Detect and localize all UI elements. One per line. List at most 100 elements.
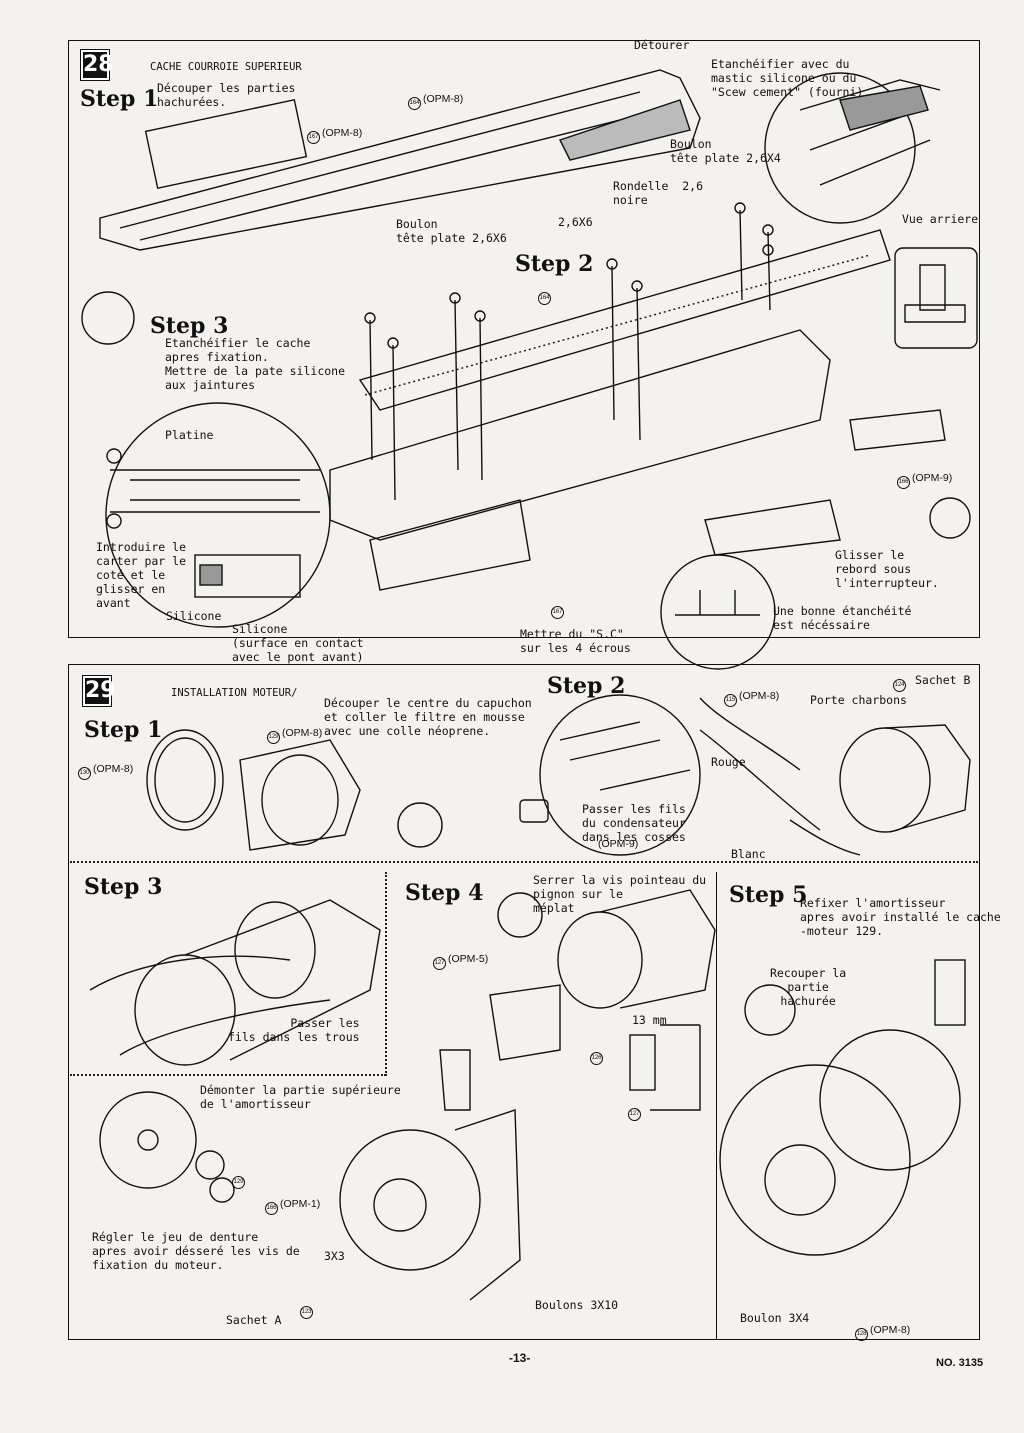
- motor-step2: [839, 727, 931, 833]
- section-29-frame: [68, 664, 980, 1340]
- pinion-gear: [629, 1034, 656, 1091]
- chassis-assembly: [329, 329, 831, 541]
- slide-under-switch-note: Glisser le rebord sous l'interrupteur.: [835, 548, 939, 590]
- part-cond-label: (OPM-9): [598, 838, 639, 850]
- silicone-contact-note: Silicone (surface en contact avec le pon…: [232, 622, 364, 664]
- gear-mesh-note: Régler le jeu de denture apres avoir dés…: [92, 1230, 300, 1272]
- divider-steps-top: [70, 861, 978, 863]
- sec29-step5-label: Step 5: [729, 882, 808, 908]
- bolt-26x4-label: Boulon tête plate 2,6X4: [670, 137, 781, 165]
- part-167-label: 167(OPM-8): [307, 127, 362, 144]
- mascot-29-step1: [397, 802, 443, 848]
- foam-filter: [146, 729, 224, 831]
- detail-circle-capacitor: [539, 694, 701, 856]
- part-126-label: 126: [590, 1048, 605, 1065]
- rear-view-label: Vue arriere: [902, 212, 979, 226]
- section-29-title: INSTALLATION MOTEUR/: [171, 687, 298, 699]
- motor-cap-step4: [489, 984, 561, 1061]
- divider-step3-vertical: [385, 872, 387, 1076]
- cover-plate-part: [144, 99, 308, 189]
- trim-hatched-note: Recouper la partie hachurée: [770, 966, 847, 1008]
- section-28-title: CACHE COURROIE SUPERIEUR: [150, 61, 302, 73]
- shock-step5: [934, 959, 966, 1026]
- sealant-note-top: Etanchéifier avec du mastic silicone ou …: [711, 57, 864, 99]
- part-130-label: 130(OPM-8): [78, 763, 133, 780]
- part-124-label: 124: [893, 675, 908, 692]
- gear-diagram: [99, 1091, 197, 1189]
- page-number: -13-: [509, 1351, 531, 1365]
- wire-white-label: Blanc: [731, 847, 766, 861]
- introduce-note: Introduire le carter par le coté et le g…: [96, 540, 187, 610]
- capacitor: [519, 799, 549, 823]
- capacitor-wire-note: Passer les fils du condensateur dans les…: [582, 802, 686, 844]
- shock-absorber: [439, 1049, 471, 1111]
- detail-circle-platine: [105, 402, 331, 628]
- mascot-29-step5: [744, 984, 796, 1036]
- sec29-step4-label: Step 4: [405, 880, 484, 906]
- detail-circle-seal: [764, 72, 916, 224]
- part-166-label: 166(OPM-9): [897, 472, 952, 489]
- size-26x6-label: 2,6X6: [558, 215, 593, 229]
- refit-shock-note: Refixer l'amortisseur apres avoir instal…: [800, 896, 1001, 938]
- motor-cap: [239, 739, 361, 851]
- part-129-gear: 129: [232, 1172, 247, 1189]
- part-123-label: 123: [300, 1302, 315, 1319]
- part-127-label: 127(OPM-5): [433, 953, 488, 970]
- section-28-frame: [68, 40, 980, 638]
- switch-tab: [849, 409, 946, 451]
- wire-red-label: Rouge: [711, 755, 746, 769]
- bolt-3x4-label: Boulon 3X4: [740, 1311, 810, 1325]
- mascot-29-step4: [497, 892, 543, 938]
- detourer-label: Détourer: [634, 38, 690, 52]
- part-127-inline: 127: [628, 1104, 643, 1121]
- dimension-13mm: 13 mm: [632, 1013, 667, 1027]
- remove-shock-top-note: Démonter la partie supérieure de l'amort…: [200, 1083, 401, 1111]
- upper-cover-assembly: [358, 229, 891, 411]
- belt-cover-part: [99, 69, 701, 251]
- sealing-note: Une bonne étanchéité est nécéssaire: [773, 604, 912, 632]
- part-164-label: 164(OPM-8): [408, 93, 463, 110]
- bag-a-label: Sachet A: [226, 1313, 282, 1327]
- motor-step3: [134, 954, 236, 1066]
- wires-through-holes-note: Passer les fils dans les trous: [228, 1016, 360, 1044]
- set-screw-note: Serrer la vis pointeau du pignon sur le …: [533, 873, 707, 915]
- sec28-step1-text: Découper les parties hachurées.: [157, 81, 296, 109]
- catalog-number: NO. 3135: [936, 1357, 984, 1369]
- sec28-step3-text: Etanchéifier le cache apres fixation. Me…: [165, 336, 346, 392]
- brush-holder-label: Porte charbons: [810, 693, 907, 707]
- bottom-plate: [369, 499, 531, 591]
- bolts-3x10-label: Boulons 3X10: [535, 1298, 619, 1312]
- part-164-inline: 164: [538, 288, 553, 305]
- section-number-29: 29: [82, 675, 116, 707]
- size-3x3-label: 3X3: [324, 1249, 345, 1263]
- motor-step4: [557, 911, 643, 1009]
- divider-step3: [70, 1074, 386, 1076]
- part-167-bottom: 167: [551, 602, 566, 619]
- sec28-step1-label: Step 1: [80, 86, 159, 112]
- section-number-28: 28: [80, 49, 114, 81]
- sec29-step3-label: Step 3: [84, 874, 163, 900]
- part-115-label: 115(OPM-8): [724, 690, 779, 707]
- washer-label: Rondelle 2,6 noire: [613, 179, 704, 207]
- motor-cover-step5: [719, 1064, 911, 1256]
- bolt-26x6-label: Boulon tête plate 2,6X6: [396, 217, 507, 245]
- spur-gear-step4: [339, 1129, 481, 1271]
- sec29-step1-text: Découper le centre du capuchon et coller…: [324, 696, 532, 738]
- part-129-label: 129(OPM-8): [267, 727, 322, 744]
- silicone-small-label: Silicone: [166, 609, 222, 623]
- bag-b-label: Sachet B: [915, 673, 971, 687]
- sec28-step2-label: Step 2: [515, 251, 594, 277]
- platine-label: Platine: [165, 428, 214, 442]
- sec28-step3-label: Step 3: [150, 313, 229, 339]
- sec29-step1-label: Step 1: [84, 717, 163, 743]
- sec29-step2-label: Step 2: [547, 673, 626, 699]
- rear-view-detail: [894, 247, 978, 349]
- sc-note: Mettre du "S.C" sur les 4 écrous: [520, 627, 631, 655]
- part-128-label: 128(OPM-8): [855, 1324, 910, 1341]
- mascot-28-step3: [81, 291, 135, 345]
- detail-circle-seal-bottom: [660, 554, 776, 670]
- part-166b-label: 166(OPM-1): [265, 1198, 320, 1215]
- divider-step5-vertical: [716, 872, 717, 1340]
- mascot-28-right: [929, 497, 971, 539]
